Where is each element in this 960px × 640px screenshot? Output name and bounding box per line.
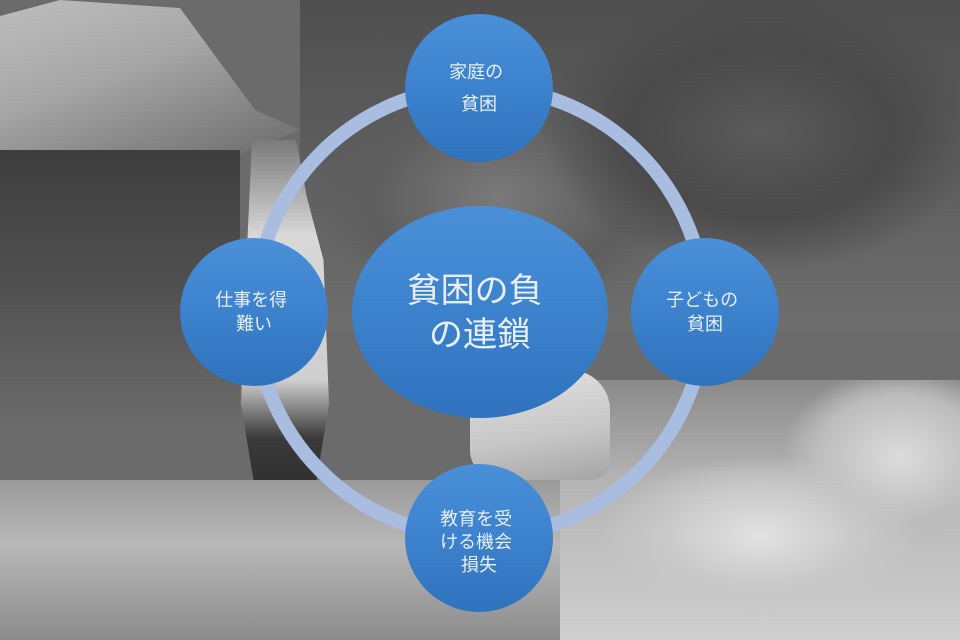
node-top-line-2: 貧困 xyxy=(461,94,497,115)
center-node: 貧困の負 の連鎖 xyxy=(352,206,608,418)
node-left-line-1: 仕事を得 xyxy=(215,290,287,311)
node-bottom-line-3: 損失 xyxy=(461,555,497,576)
node-lost-education: 教育を受 ける機会 損失 xyxy=(405,464,553,612)
svg-text:仕事を得 難い: 仕事を得 難い xyxy=(215,290,293,335)
node-right-line-1: 子どもの xyxy=(666,290,738,311)
node-bottom-line-2: ける機会 xyxy=(440,532,512,553)
svg-text:貧困の負 の連鎖: 貧困の負 の連鎖 xyxy=(407,271,554,355)
node-child-poverty: 子どもの 貧困 xyxy=(631,238,779,386)
node-hard-to-find-work: 仕事を得 難い xyxy=(180,238,328,386)
center-label-line-2: の連鎖 xyxy=(429,315,531,355)
node-top-line-1: 家庭の xyxy=(449,62,503,83)
svg-text:家庭の 貧困: 家庭の 貧困 xyxy=(449,62,509,115)
node-right-line-2: 貧困 xyxy=(687,314,723,335)
svg-text:子どもの 貧困: 子どもの 貧困 xyxy=(666,290,744,335)
svg-text:教育を受 ける機会 損失: 教育を受 ける機会 損失 xyxy=(440,509,518,576)
node-left-line-2: 難い xyxy=(236,314,272,335)
node-family-poverty: 家庭の 貧困 xyxy=(405,14,553,162)
debris-area xyxy=(560,380,960,640)
center-label-line-1: 貧困の負 xyxy=(407,271,543,311)
node-bottom-line-1: 教育を受 xyxy=(440,509,512,530)
